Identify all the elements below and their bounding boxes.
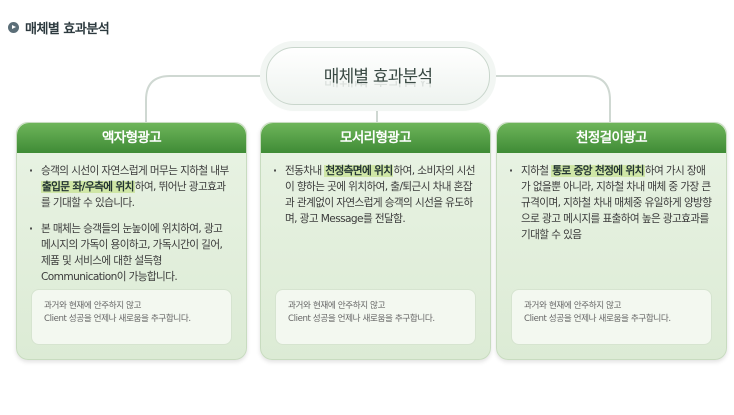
bullet-text: 전동차내 <box>285 165 325 177</box>
bullet-text: 하여 가시 장애가 없을뿐 아니라, 지하철 차내 매체 중 가장 큰 규격이며… <box>521 165 712 241</box>
arrow-bullet-icon <box>8 22 19 33</box>
bullet-item: 승객의 시선이 자연스럽게 머무는 지하철 내부 출입문 좌/우측에 위치하여,… <box>29 163 234 211</box>
page-title-text: 매체별 효과분석 <box>25 22 110 37</box>
center-title-reflection: 매체별 효과분석 <box>267 81 489 93</box>
bullet-text: 승객의 시선이 자연스럽게 머무는 지하철 내부 <box>41 165 229 177</box>
bullet-text: 지하철 <box>521 165 552 177</box>
bullet-list: 지하철 통로 중앙 천정에 위치하여 가시 장애가 없을뿐 아니라, 지하철 차… <box>497 153 726 243</box>
bullet-list: 승객의 시선이 자연스럽게 머무는 지하철 내부 출입문 좌/우측에 위치하여,… <box>17 153 246 285</box>
panel-title: 천정걸이광고 <box>497 123 726 153</box>
bullet-text: 본 매체는 승객들의 눈높이에 위치하여, 광고 메시지의 가독이 용이하고, … <box>41 223 223 283</box>
bullet-highlight: 출입문 좌/우측에 위치 <box>41 181 135 193</box>
bullet-highlight: 통로 중앙 천정에 위치 <box>551 165 645 177</box>
note-line: 과거와 현재에 안주하지 않고 <box>524 301 622 311</box>
note-line: 과거와 현재에 안주하지 않고 <box>288 301 386 311</box>
panel-title: 모서리형광고 <box>261 123 490 153</box>
note-box: 과거와 현재에 안주하지 않고 Client 성공을 언제나 새로움을 추구합니… <box>31 289 232 345</box>
note-line: Client 성공을 언제나 새로움을 추구합니다. <box>524 314 671 324</box>
bullet-item: 본 매체는 승객들의 눈높이에 위치하여, 광고 메시지의 가독이 용이하고, … <box>29 221 234 285</box>
bullet-list: 전동차내 천정측면에 위치하여, 소비자의 시선이 향하는 곳에 위치하여, 출… <box>261 153 490 227</box>
page-title: 매체별 효과분석 <box>8 18 110 37</box>
bullet-highlight: 천정측면에 위치 <box>324 165 394 177</box>
bullet-text: 하여, 뛰어난 광고효과를 기대할 수 있습니다. <box>41 181 226 209</box>
center-title-pill: 매체별 효과분석 매체별 효과분석 <box>266 47 490 105</box>
panel-corner-ad: 모서리형광고 전동차내 천정측면에 위치하여, 소비자의 시선이 향하는 곳에 … <box>260 122 491 360</box>
bullet-item: 전동차내 천정측면에 위치하여, 소비자의 시선이 향하는 곳에 위치하여, 출… <box>273 163 478 227</box>
bullet-item: 지하철 통로 중앙 천정에 위치하여 가시 장애가 없을뿐 아니라, 지하철 차… <box>509 163 714 243</box>
panel-title: 액자형광고 <box>17 123 246 153</box>
bullet-text: 하여, 소비자의 시선이 향하는 곳에 위치하여, 출/퇴근시 차내 혼잡과 관… <box>285 165 476 225</box>
center-title: 매체별 효과분석 <box>323 67 433 87</box>
note-box: 과거와 현재에 안주하지 않고 Client 성공을 언제나 새로움을 추구합니… <box>511 289 712 345</box>
panel-frame-ad: 액자형광고 승객의 시선이 자연스럽게 머무는 지하철 내부 출입문 좌/우측에… <box>16 122 247 360</box>
note-line: Client 성공을 언제나 새로움을 추구합니다. <box>288 314 435 324</box>
panel-ceiling-ad: 천정걸이광고 지하철 통로 중앙 천정에 위치하여 가시 장애가 없을뿐 아니라… <box>496 122 727 360</box>
note-line: 과거와 현재에 안주하지 않고 <box>44 301 142 311</box>
note-box: 과거와 현재에 안주하지 않고 Client 성공을 언제나 새로움을 추구합니… <box>275 289 476 345</box>
note-line: Client 성공을 언제나 새로움을 추구합니다. <box>44 314 191 324</box>
